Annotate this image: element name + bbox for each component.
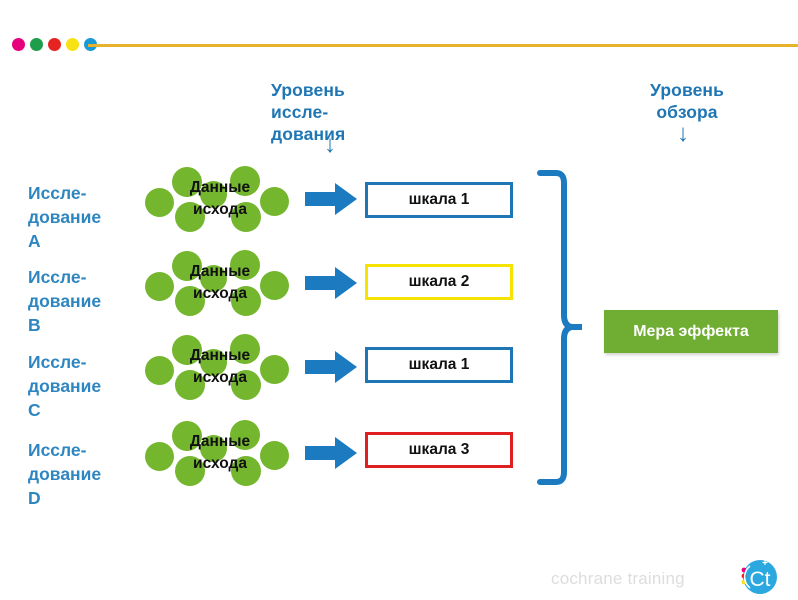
data-circle-icon <box>200 181 227 208</box>
data-circle-icon <box>145 356 174 385</box>
data-circle-icon <box>175 286 205 316</box>
effect-measure-box: Мера эффекта <box>604 310 778 353</box>
cluster-label-b: Данные исхода <box>189 263 251 302</box>
data-circle-icon <box>172 251 202 281</box>
down-arrow-icon-review-level: ↓ <box>677 120 689 147</box>
flow-arrow-icon-c <box>305 351 357 383</box>
data-circle-icon <box>260 441 289 470</box>
flow-arrow-icon-d <box>305 437 357 469</box>
data-circle-icon <box>231 456 261 486</box>
data-circle-icon <box>231 370 261 400</box>
data-circle-icon <box>200 349 227 376</box>
data-circle-icon <box>260 271 289 300</box>
svg-text:Ct: Ct <box>750 568 771 591</box>
scale-box-a: шкала 1 <box>365 182 513 218</box>
heading-study-level: Уровень иссле- дования <box>271 80 346 144</box>
data-circle-icon <box>172 335 202 365</box>
data-circle-icon <box>230 334 260 364</box>
data-circle-icon <box>230 420 260 450</box>
dot-red-icon <box>48 38 61 51</box>
data-circle-icon <box>200 265 227 292</box>
scale-box-b: шкала 2 <box>365 264 513 300</box>
data-circle-icon <box>145 188 174 217</box>
scale-box-d: шкала 3 <box>365 432 513 468</box>
heading-review-level: Уровень обзора <box>650 80 724 122</box>
outcome-data-cluster-d: Данные исхода <box>145 420 290 502</box>
data-circle-icon <box>175 202 205 232</box>
data-circle-icon <box>172 421 202 451</box>
dot-green-icon <box>30 38 43 51</box>
study-label-c: Иссле- дование C <box>28 352 102 420</box>
data-circle-icon <box>230 166 260 196</box>
header-dot-row <box>12 38 97 51</box>
dot-magenta-icon <box>12 38 25 51</box>
data-circle-icon <box>231 202 261 232</box>
flow-arrow-icon-a <box>305 183 357 215</box>
data-circle-icon <box>231 286 261 316</box>
dot-yellow-icon <box>66 38 79 51</box>
scale-box-c: шкала 1 <box>365 347 513 383</box>
data-circle-icon <box>260 187 289 216</box>
study-label-d: Иссле- дование D <box>28 440 102 508</box>
data-circle-icon <box>230 250 260 280</box>
data-circle-icon <box>145 442 174 471</box>
cluster-label-c: Данные исхода <box>189 347 251 386</box>
cluster-label-a: Данные исхода <box>189 179 251 218</box>
outcome-data-cluster-a: Данные исхода <box>145 166 290 248</box>
study-label-a: Иссле- дование A <box>28 183 102 251</box>
flow-arrow-icon-b <box>305 267 357 299</box>
cochrane-logo-icon: Ct <box>741 560 777 594</box>
cluster-label-d: Данные исхода <box>189 433 251 472</box>
outcome-data-cluster-b: Данные исхода <box>145 250 290 332</box>
footer-brand-text: cochrane training <box>551 569 685 588</box>
data-circle-icon <box>175 370 205 400</box>
header-divider-line <box>88 44 798 47</box>
data-circle-icon <box>260 355 289 384</box>
data-circle-icon <box>200 435 227 462</box>
data-circle-icon <box>145 272 174 301</box>
study-label-b: Иссле- дование B <box>28 267 102 335</box>
outcome-data-cluster-c: Данные исхода <box>145 334 290 416</box>
data-circle-icon <box>175 456 205 486</box>
down-arrow-icon-study-level: ↓ <box>324 131 336 158</box>
data-circle-icon <box>172 167 202 197</box>
curly-brace-icon <box>537 170 582 485</box>
